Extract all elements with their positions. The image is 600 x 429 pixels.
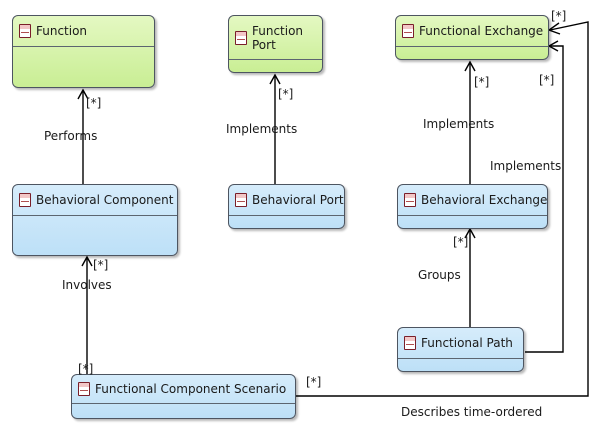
edge-implements-path: [525, 45, 564, 353]
multiplicity-describes-scenario: [*]: [306, 375, 322, 389]
node-functional-exchange[interactable]: Functional Exchange: [395, 15, 549, 60]
multiplicity-implements-path: [*]: [539, 73, 555, 87]
node-title: Functional Path: [421, 336, 513, 350]
arrowhead-implements-exchange: [464, 60, 476, 72]
multiplicity-describes-top: [*]: [551, 9, 567, 23]
node-title: Behavioral Exchange: [421, 193, 548, 207]
node-functional-component-scenario[interactable]: Functional Component Scenario: [71, 374, 296, 419]
class-icon: [78, 382, 90, 396]
multiplicity-groups: [*]: [453, 235, 469, 249]
node-title: Function: [36, 24, 88, 38]
node-functional-path[interactable]: Functional Path: [397, 327, 524, 372]
node-title: Behavioral Port: [252, 193, 344, 207]
class-icon: [235, 30, 247, 45]
arrowhead-groups: [464, 227, 476, 239]
edge-label-groups: Groups: [418, 268, 461, 282]
class-icon: [19, 193, 31, 207]
node-behavioral-exchange[interactable]: Behavioral Exchange: [397, 184, 548, 229]
class-icon: [402, 24, 414, 38]
multiplicity-involves-bottom: [*]: [78, 362, 94, 376]
multiplicity-implements-exchange: [*]: [474, 75, 490, 89]
class-icon: [19, 24, 31, 38]
arrowhead-involves: [81, 255, 93, 267]
arrowhead-describes: [547, 22, 561, 35]
node-function[interactable]: Function: [12, 15, 155, 88]
node-title: Functional Component Scenario: [95, 382, 287, 396]
edge-describes: [296, 21, 589, 397]
edge-label-implements-path: Implements: [490, 159, 562, 173]
edge-label-performs: Performs: [44, 129, 98, 143]
class-icon: [404, 336, 416, 350]
node-behavioral-port[interactable]: Behavioral Port: [228, 184, 345, 229]
edge-label-describes: Describes time-ordered: [401, 405, 543, 419]
node-title: Behavioral Component: [36, 193, 174, 207]
node-function-port[interactable]: Function Port: [228, 15, 323, 73]
edge-label-implements-port: Implements: [226, 122, 298, 136]
multiplicity-involves-top: [*]: [93, 258, 109, 272]
class-icon: [404, 193, 416, 207]
multiplicity-implements-port: [*]: [278, 87, 294, 101]
arrowhead-implements-path: [547, 40, 559, 52]
node-title: Functional Exchange: [419, 24, 544, 38]
class-icon: [235, 193, 247, 207]
arrowhead-performs: [77, 88, 89, 100]
arrowhead-implements-port: [269, 73, 281, 85]
edge-label-involves: Involves: [62, 278, 112, 292]
node-behavioral-component[interactable]: Behavioral Component: [12, 184, 178, 256]
edge-label-implements-exchange: Implements: [423, 117, 495, 131]
multiplicity-performs: [*]: [86, 96, 102, 110]
node-title: Function Port: [252, 23, 304, 52]
